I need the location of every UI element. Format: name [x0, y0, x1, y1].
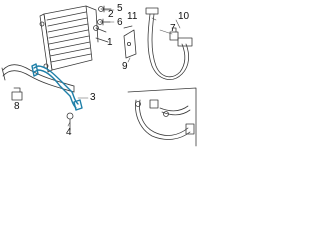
- clip-12: [169, 27, 179, 41]
- leader-1: [95, 37, 109, 43]
- callout-7: 7: [170, 23, 176, 34]
- callout-9: 9: [122, 61, 128, 72]
- hose-left: [1, 64, 75, 93]
- callout-8: 8: [14, 101, 20, 112]
- leader-lines: [67, 9, 181, 127]
- callout-11: 11: [127, 11, 138, 22]
- bracket-9: [123, 25, 137, 59]
- hose-lower-right: [127, 87, 197, 147]
- callout-10: 10: [178, 11, 190, 22]
- callout-2: 2: [108, 9, 114, 20]
- diagram-drawing: [1, 5, 197, 147]
- callout-3: 3: [90, 92, 96, 103]
- parts-diagram: 5 6 1 2 3 4 8 9 11 10 7: [0, 0, 200, 147]
- callout-4: 4: [66, 127, 72, 138]
- callout-5: 5: [117, 3, 123, 14]
- clip-8: [11, 87, 23, 101]
- hose-upper-right: [145, 7, 193, 80]
- cooler-line-highlighted[interactable]: [31, 63, 83, 111]
- bolt-5: [98, 5, 112, 13]
- callout-6: 6: [117, 17, 123, 28]
- oil-cooler: [39, 5, 107, 73]
- callout-1: 1: [107, 37, 113, 48]
- bolt-4: [66, 112, 74, 131]
